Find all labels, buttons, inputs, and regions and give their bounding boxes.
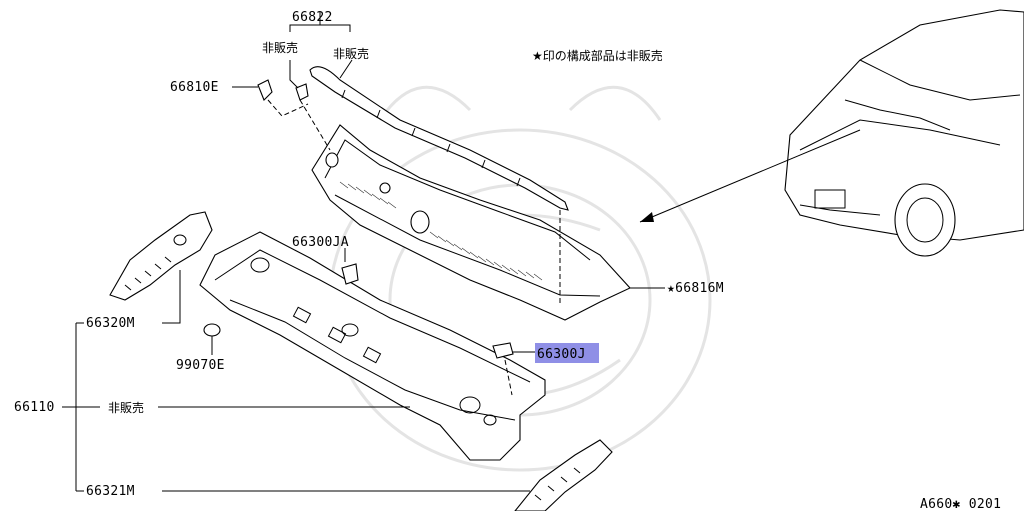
label-66320M[interactable]: 66320M — [86, 316, 135, 331]
cowl-panel — [199, 231, 546, 461]
vehicle-illustration — [784, 9, 1024, 257]
label-66321M[interactable]: 66321M — [86, 484, 135, 499]
cowl-top-cover — [311, 124, 631, 321]
label-66816M[interactable]: ★66816M — [667, 281, 724, 296]
label-66300JA[interactable]: 66300JA — [292, 235, 349, 250]
clip-not-for-sale — [295, 83, 309, 101]
note-text: ★印の構成部品は非販売 — [532, 48, 663, 63]
grille-hatch — [339, 181, 543, 281]
figure-code: A660✱ 0201 — [920, 497, 1001, 511]
label-66810E[interactable]: 66810E — [170, 80, 219, 95]
cowl-seal — [309, 66, 569, 211]
grommet-99070E — [203, 323, 221, 345]
label-66300J[interactable]: 66300J — [537, 347, 586, 362]
clip-66300J — [492, 342, 514, 359]
clip-66810E — [257, 79, 273, 101]
cowl-extension-lower — [514, 439, 613, 511]
clip-66300JA — [341, 263, 359, 285]
cowl-extension-upper — [109, 211, 213, 301]
label-not-for-sale-right: 非販売 — [333, 46, 369, 61]
label-not-for-sale-left: 非販売 — [262, 40, 298, 55]
label-not-for-sale-mid: 非販売 — [108, 400, 144, 415]
selected-part-highlight — [535, 343, 599, 363]
label-99070E[interactable]: 99070E — [176, 358, 225, 373]
label-66110[interactable]: 66110 — [14, 400, 55, 415]
label-66822[interactable]: 66822 — [292, 10, 333, 25]
leader-lines — [62, 12, 861, 492]
